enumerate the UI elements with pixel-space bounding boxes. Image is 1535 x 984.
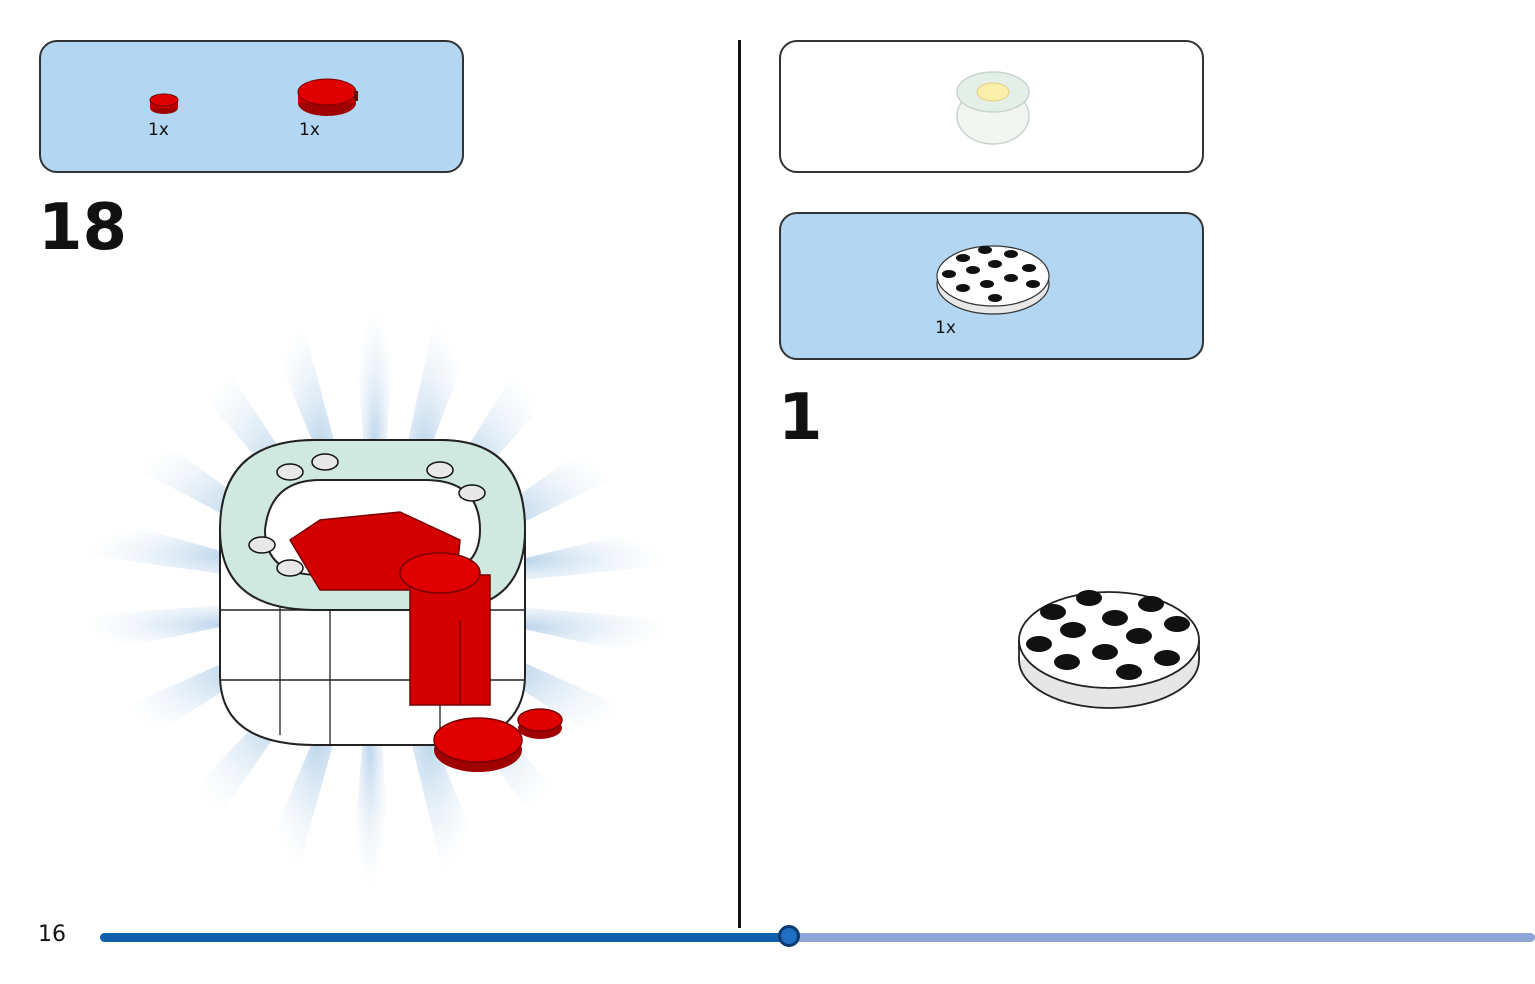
- page-number: 16: [38, 922, 66, 947]
- round-plate-4x4-white-illustration: [1018, 590, 1200, 709]
- part-qty: 1x: [935, 318, 956, 338]
- part-qty: 1x: [299, 120, 320, 140]
- page-divider: [738, 40, 741, 928]
- progress-bar-fill: [100, 933, 789, 942]
- parts-panel-left: 1x 1x: [39, 40, 464, 173]
- part-qty: 1x: [148, 120, 169, 140]
- step-number: 18: [38, 191, 128, 265]
- step-number: 1: [778, 381, 823, 455]
- brick-box-model: [218, 439, 527, 746]
- progress-handle[interactable]: [777, 925, 800, 947]
- step-assembly-illustration: [80, 305, 670, 890]
- submodel-preview-icon: [956, 71, 1030, 145]
- round-tile-1x1-red-icon: [149, 93, 179, 114]
- round-plate-4x4-white-icon: [936, 245, 1050, 315]
- loose-round-tiles: [433, 708, 563, 772]
- round-tile-2x2-red-icon: [297, 78, 358, 116]
- submodel-preview-box: [779, 40, 1204, 173]
- progress-bar: [100, 933, 1535, 942]
- parts-panel-right: 1x: [779, 212, 1204, 360]
